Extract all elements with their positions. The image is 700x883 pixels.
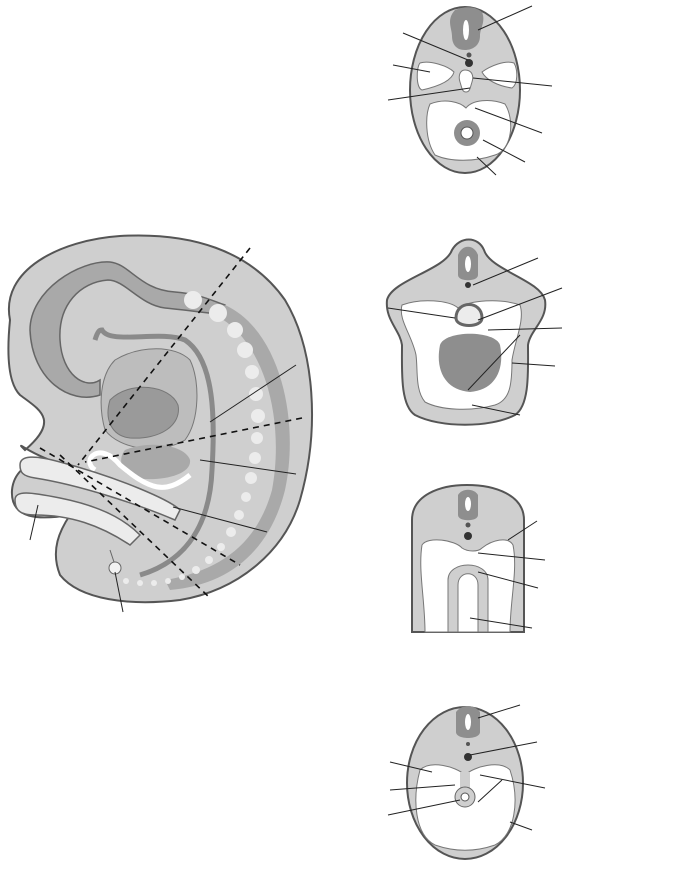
leader-line: [474, 107, 543, 134]
leader-line: [477, 287, 563, 321]
leader-line: [472, 77, 553, 87]
leader-line: [402, 32, 469, 61]
leader-line: [387, 307, 456, 319]
liver: [121, 444, 191, 480]
brain-neural-tube: [29, 261, 226, 398]
leader-line: [507, 520, 538, 541]
leader-line: [511, 362, 556, 367]
leader-line: [467, 334, 521, 391]
allantois-stalk: [109, 549, 115, 563]
leader-line: [477, 571, 539, 589]
leader-line: [469, 741, 538, 756]
dorsal-aorta: [465, 59, 473, 67]
notochord: [466, 742, 470, 746]
cross-section-2: [385, 238, 563, 426]
sagittal-embryo: [7, 234, 313, 613]
cross-section-3: [411, 483, 546, 633]
dorsal-aorta: [465, 282, 471, 288]
heart: [438, 333, 502, 392]
section-plane-2: [84, 417, 303, 463]
leader-line: [29, 504, 39, 541]
leader-line: [387, 87, 471, 101]
leader-line: [471, 404, 521, 416]
leader-line: [487, 327, 563, 331]
section-plane-1: [77, 247, 251, 466]
leader-line: [199, 459, 297, 475]
leader-line: [472, 257, 539, 286]
cross-section-4: [387, 704, 546, 860]
foregut: [454, 303, 484, 327]
leader-line: [387, 799, 461, 816]
leader-line: [509, 821, 533, 831]
section-plane-4: [59, 454, 211, 599]
notochord: [466, 52, 472, 58]
tail-fold-lower: [14, 492, 142, 546]
gut: [458, 69, 474, 93]
dorsal-aorta: [92, 327, 216, 578]
leader-line: [479, 774, 546, 789]
leader-line: [477, 704, 521, 719]
leader-line: [389, 761, 433, 773]
notochord: [465, 522, 471, 528]
leader-line: [477, 5, 533, 31]
leader-line: [114, 571, 124, 613]
mesentery: [460, 772, 470, 790]
gut-lumen: [457, 573, 479, 633]
heart: [107, 386, 179, 439]
tail-fold-upper: [19, 456, 181, 521]
cross-section-1: [387, 5, 553, 176]
leader-line: [209, 364, 297, 423]
dorsal-aorta: [464, 753, 472, 761]
leader-line: [392, 64, 431, 73]
leader-line: [482, 139, 526, 163]
leader-line: [389, 784, 456, 791]
dorsal-aorta: [464, 532, 472, 540]
leader-line: [476, 156, 497, 176]
leader-line: [469, 617, 533, 629]
leader-line: [477, 552, 546, 561]
leader-line: [477, 779, 503, 803]
gut-tube: [87, 450, 192, 490]
coelom-left: [416, 61, 455, 91]
somites: [123, 291, 265, 586]
leader-line: [172, 506, 268, 533]
section-plane-3: [39, 447, 241, 566]
